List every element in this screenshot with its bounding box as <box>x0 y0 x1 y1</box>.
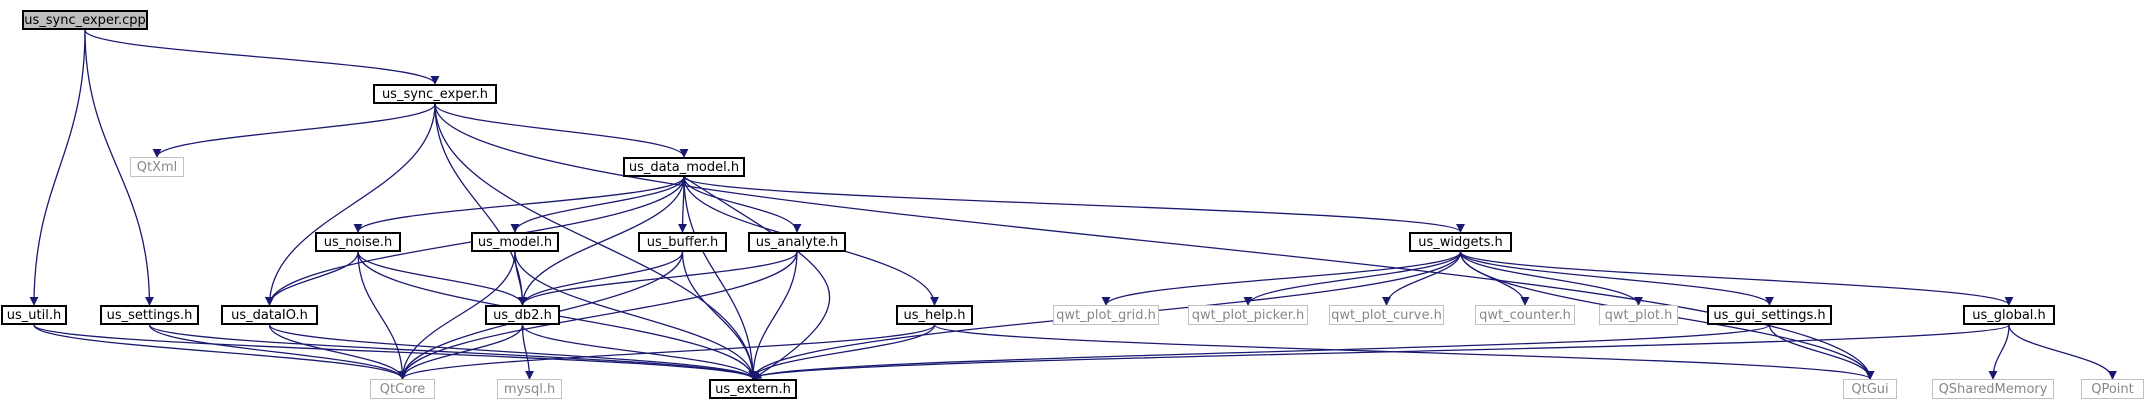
edge-us_settings_h-to-qtcore <box>148 324 407 380</box>
edge-us_db2_h-to-mysql_h <box>521 324 535 380</box>
edge-us_dataio_h-to-us_extern_h <box>268 324 758 380</box>
node-us-dataio-h[interactable]: us_dataIO.h <box>221 305 318 325</box>
edge-us_sync_exper_cpp-to-us_util_h <box>29 29 86 306</box>
edge-us_db2_h-to-us_extern_h <box>521 324 758 380</box>
node-qwt-plot-grid-h[interactable]: qwt_plot_grid.h <box>1053 305 1159 325</box>
edge-us_noise_h-to-qtcore <box>357 251 408 380</box>
edge-us_data_model_h-to-us_db2_h <box>517 176 685 306</box>
node-us-noise-h[interactable]: us_noise.h <box>315 232 401 252</box>
edge-us_help_h-to-qtcore <box>398 324 936 380</box>
edge-us_sync_exper_h-to-qtxml <box>152 103 436 158</box>
edge-us_sync_exper_h-to-us_data_model_h <box>434 103 689 158</box>
edge-us_global_h-to-qsharedmemory <box>1988 324 2010 380</box>
edge-us_data_model_h-to-us_noise_h <box>353 176 685 233</box>
node-us-util-h[interactable]: us_util.h <box>1 305 67 325</box>
edge-us_model_h-to-us_extern_h <box>514 251 758 380</box>
edge-us_global_h-to-us_extern_h <box>748 324 2010 380</box>
node-us-settings-h[interactable]: us_settings.h <box>100 305 199 325</box>
edge-us_global_h-to-qpoint <box>2008 324 2118 380</box>
edge-us_widgets_h-to-qwt_plot_h <box>1459 251 1643 306</box>
edge-us_analyte_h-to-qtcore <box>398 251 798 380</box>
edge-us_analyte_h-to-us_db2_h <box>518 251 798 306</box>
node-us-global-h[interactable]: us_global.h <box>1963 305 2055 325</box>
node-us-help-h[interactable]: us_help.h <box>896 305 973 325</box>
edge-us_data_model_h-to-us_extern_h <box>683 176 831 380</box>
edge-us_db2_h-to-qtcore <box>397 324 524 380</box>
node-us-data-model-h[interactable]: us_data_model.h <box>623 157 745 177</box>
edge-us_buffer_h-to-us_db2_h <box>518 251 684 306</box>
node-us-sync-exper-cpp[interactable]: us_sync_exper.cpp <box>22 10 148 30</box>
edge-us_widgets_h-to-qwt_plot_grid_h <box>1101 251 1462 306</box>
edge-us_help_h-to-us_extern_h <box>748 324 936 380</box>
node-qwt-plot-h[interactable]: qwt_plot.h <box>1599 305 1678 325</box>
edge-us_sync_exper_cpp-to-us_sync_exper_h <box>84 29 440 85</box>
node-us-model-h[interactable]: us_model.h <box>471 232 559 252</box>
edge-us_noise_h-to-us_dataio_h <box>264 251 359 306</box>
edge-us_sync_exper_h-to-us_extern_h <box>434 103 758 380</box>
node-qtxml[interactable]: QtXml <box>130 157 184 177</box>
edge-us_data_model_h-to-us_extern_h <box>683 176 758 380</box>
node-us-extern-h[interactable]: us_extern.h <box>709 379 797 399</box>
node-us-gui-settings-h[interactable]: us_gui_settings.h <box>1707 305 1832 325</box>
node-qwt-plot-curve-h[interactable]: qwt_plot_curve.h <box>1329 305 1444 325</box>
edge-us_sync_exper_h-to-qtgui <box>434 103 1875 380</box>
node-qwt-plot-picker-h[interactable]: qwt_plot_picker.h <box>1188 305 1308 325</box>
edge-us_gui_settings_h-to-qtgui <box>1768 324 1875 380</box>
edge-us_settings_h-to-us_extern_h <box>148 324 758 380</box>
edge-us_sync_exper_h-to-us_dataio_h <box>264 103 436 306</box>
node-mysql-h[interactable]: mysql.h <box>497 379 562 399</box>
edge-us_data_model_h-to-us_analyte_h <box>683 176 802 233</box>
node-qtgui[interactable]: QtGui <box>1843 379 1897 399</box>
edge-us_widgets_h-to-qwt_plot_picker_h <box>1243 251 1462 306</box>
edge-us_data_model_h-to-us_widgets_h <box>683 176 1465 233</box>
node-qsharedmemory[interactable]: QSharedMemory <box>1932 379 2054 399</box>
node-qwt-counter-h[interactable]: qwt_counter.h <box>1475 305 1575 325</box>
edge-us_widgets_h-to-qwt_plot_curve_h <box>1381 251 1462 306</box>
edge-layer <box>29 29 2118 380</box>
node-us-sync-exper-h[interactable]: us_sync_exper.h <box>373 84 497 104</box>
edge-us_analyte_h-to-us_extern_h <box>748 251 798 380</box>
edge-us_sync_exper_cpp-to-us_settings_h <box>84 29 155 306</box>
edge-us_buffer_h-to-us_extern_h <box>681 251 758 380</box>
edge-us_widgets_h-to-us_gui_settings_h <box>1459 251 1774 306</box>
edge-us_model_h-to-qtcore <box>397 251 516 380</box>
edge-us_noise_h-to-us_db2_h <box>357 251 527 306</box>
edge-us_util_h-to-us_extern_h <box>33 324 758 380</box>
node-us-buffer-h[interactable]: us_buffer.h <box>638 232 727 252</box>
edge-us_widgets_h-to-us_global_h <box>1459 251 2014 306</box>
edge-us_util_h-to-qtcore <box>33 324 407 380</box>
edge-us_gui_settings_h-to-us_extern_h <box>748 324 1771 380</box>
edge-us_data_model_h-to-us_model_h <box>510 176 685 233</box>
node-qtcore[interactable]: QtCore <box>370 379 435 399</box>
node-us-analyte-h[interactable]: us_analyte.h <box>748 232 846 252</box>
edge-us_sync_exper_h-to-us_db2_h <box>434 103 528 306</box>
node-qpoint[interactable]: QPoint <box>2081 379 2144 399</box>
node-us-widgets-h[interactable]: us_widgets.h <box>1409 232 1512 252</box>
edge-us_dataio_h-to-qtcore <box>268 324 408 380</box>
node-us-db2-h[interactable]: us_db2.h <box>485 305 560 325</box>
